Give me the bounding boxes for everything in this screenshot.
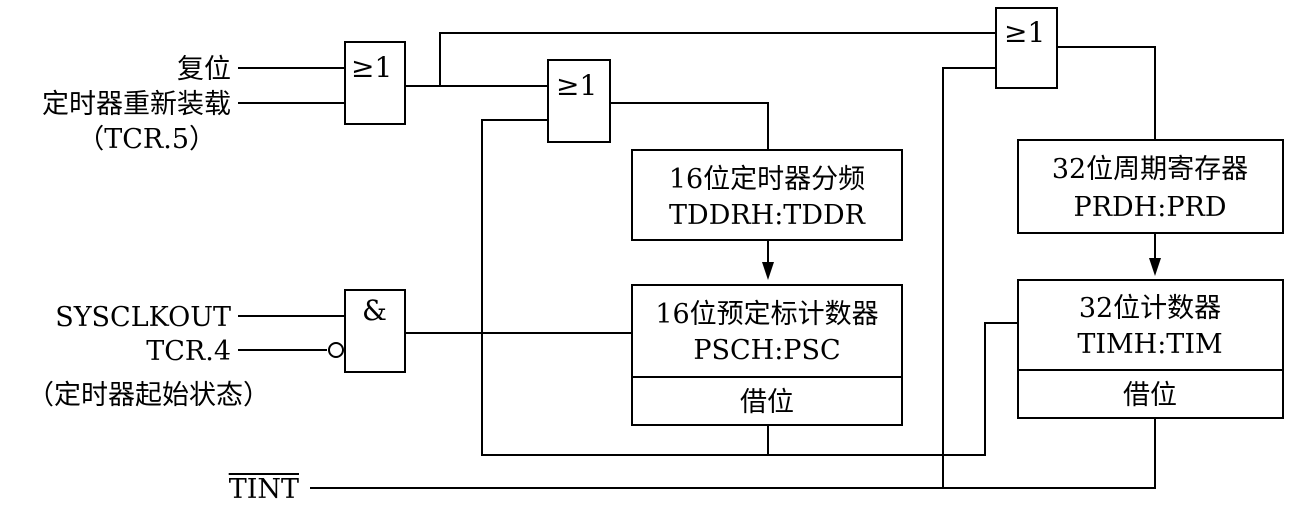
- sysclkout-label: SYSCLKOUT: [55, 302, 231, 333]
- or-gate-1: ≥1: [344, 41, 406, 125]
- prescale-counter-borrow: 借位: [740, 387, 794, 418]
- prescale-divider-block: 16位定时器分频 TDDRH:TDDR: [631, 149, 903, 241]
- and-gate-symbol: &: [362, 294, 387, 327]
- reset-label: 复位: [177, 54, 231, 85]
- tcr4-label: TCR.4: [146, 336, 231, 367]
- or-gate-2-symbol: ≥1: [556, 69, 597, 102]
- period-register-block: 32位周期寄存器 PRDH:PRD: [1017, 139, 1284, 234]
- counter-register: TIMH:TIM: [1077, 329, 1222, 360]
- input-labels: 复位 定时器重新装载 （TCR.5） SYSCLKOUT TCR.4 （定时器起…: [27, 54, 299, 505]
- arrows: [762, 258, 1161, 280]
- prescale-counter-title: 16位预定标计数器: [655, 299, 878, 330]
- wires: [238, 32, 1156, 489]
- counter-borrow: 借位: [1123, 380, 1177, 411]
- timer-start-state-label: （定时器起始状态）: [27, 380, 270, 411]
- prescale-counter-block: 16位预定标计数器 PSCH:PSC 借位: [631, 284, 903, 426]
- tint-label: TINT: [229, 474, 299, 505]
- arrow-to-counter: [1149, 258, 1161, 276]
- or-gate-2: ≥1: [547, 59, 611, 143]
- or-gate-1-symbol: ≥1: [351, 51, 392, 84]
- timer-reload-register-label: （TCR.5）: [77, 124, 216, 155]
- or-gate-3: ≥1: [995, 7, 1058, 89]
- counter-block: 32位计数器 TIMH:TIM 借位: [1017, 279, 1284, 419]
- timer-reload-label: 定时器重新装载: [42, 89, 231, 120]
- and-gate: &: [328, 289, 406, 373]
- prescale-divider-title: 16位定时器分频: [669, 164, 865, 195]
- arrow-to-prescale-counter: [762, 262, 774, 280]
- period-register-register: PRDH:PRD: [1074, 192, 1227, 223]
- inverter-bubble: [328, 342, 344, 358]
- or-gate-3-symbol: ≥1: [1004, 16, 1045, 49]
- prescale-divider-register: TDDRH:TDDR: [669, 200, 866, 231]
- counter-title: 32位计数器: [1079, 293, 1221, 324]
- prescale-counter-register: PSCH:PSC: [693, 335, 840, 366]
- period-register-title: 32位周期寄存器: [1052, 154, 1248, 185]
